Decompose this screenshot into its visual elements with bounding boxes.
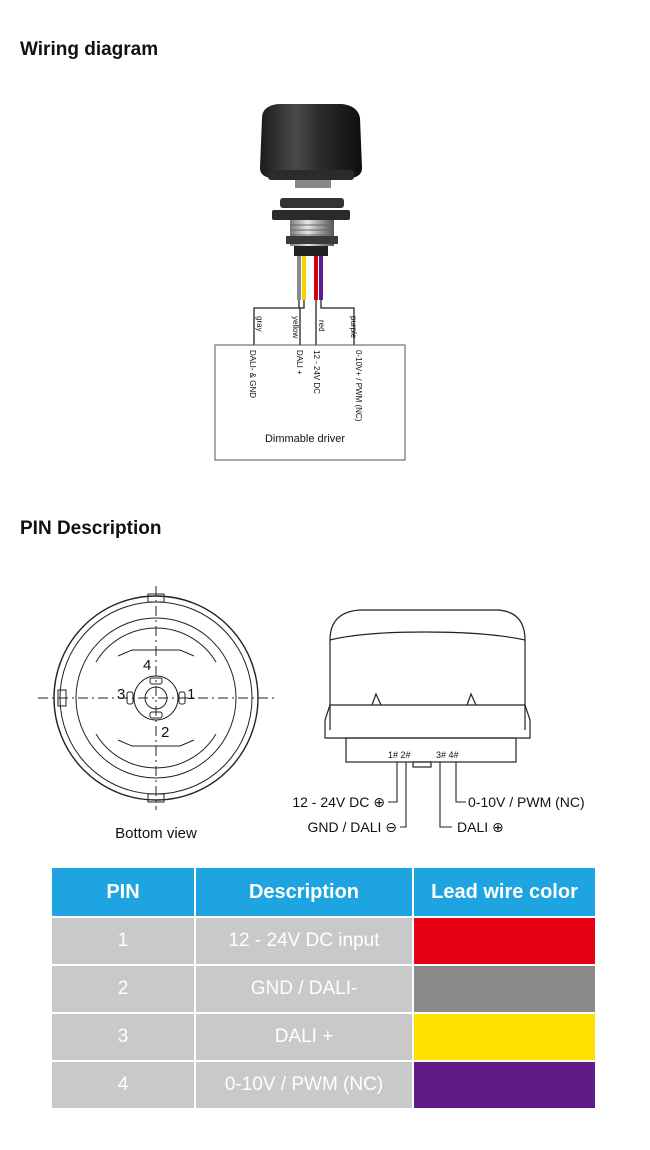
pin-label-12-24v: 12 - 24V DC — [312, 350, 321, 394]
bottom-view-diagram — [38, 586, 278, 810]
bottom-view-label: Bottom view — [115, 825, 197, 842]
description-cell: DALI + — [194, 1012, 414, 1062]
wire-label-purple: purple — [349, 316, 358, 339]
header-lead-wire-color: Lead wire color — [412, 866, 597, 918]
table-header-row: PIN Description Lead wire color — [50, 866, 597, 918]
pin-table: PIN Description Lead wire color 1 12 - 2… — [50, 866, 597, 1110]
pin-number-1: 1 — [187, 686, 195, 703]
callout-pin2: GND / DALI ⊖ — [307, 819, 397, 835]
wire-label-gray: gray — [255, 316, 264, 332]
pin-number-2: 2 — [161, 724, 169, 741]
color-swatch — [412, 964, 597, 1014]
table-row: 2 GND / DALI- — [50, 964, 597, 1014]
description-cell: 0-10V / PWM (NC) — [194, 1060, 414, 1110]
pin-cell: 1 — [50, 916, 196, 966]
color-swatch — [412, 1012, 597, 1062]
description-cell: GND / DALI- — [194, 964, 414, 1014]
side-pins-right: 3# 4# — [436, 750, 459, 760]
callout-pin1: 12 - 24V DC ⊕ — [292, 794, 385, 810]
table-row: 3 DALI + — [50, 1012, 597, 1062]
pin-cell: 2 — [50, 964, 196, 1014]
wire-label-yellow: yellow — [291, 316, 300, 338]
pin-cell: 4 — [50, 1060, 196, 1110]
wiring-diagram: gray yellow red purple DALI- & GND DALI … — [214, 104, 406, 461]
pin-cell: 3 — [50, 1012, 196, 1062]
dimmable-driver-label: Dimmable driver — [265, 433, 345, 445]
description-cell: 12 - 24V DC input — [194, 916, 414, 966]
threaded-connector — [272, 198, 350, 256]
callout-pin3: DALI ⊕ — [457, 819, 504, 835]
side-view-diagram — [324, 609, 531, 768]
pin-description-title: PIN Description — [20, 518, 162, 539]
sensor-cap — [260, 104, 362, 188]
pin-label-0-10v: 0-10V+ / PWM (NC) — [354, 350, 363, 422]
table-row: 1 12 - 24V DC input — [50, 916, 597, 966]
dimmable-driver-box — [214, 344, 406, 461]
pin-number-3: 3 — [117, 686, 125, 703]
color-swatch — [412, 916, 597, 966]
pin-label-dali-plus: DALI + — [295, 350, 304, 375]
header-pin: PIN — [50, 866, 196, 918]
pin-diagram: 4 3 1 2 Bottom view 1# 2# 3# 4# 12 - 24V… — [38, 586, 585, 842]
pin-number-4: 4 — [143, 657, 151, 674]
wire-label-red: red — [317, 320, 326, 332]
side-pins-left: 1# 2# — [388, 750, 411, 760]
wiring-diagram-title: Wiring diagram — [20, 39, 159, 60]
header-description: Description — [194, 866, 414, 918]
callout-pin4: 0-10V / PWM (NC) — [468, 794, 585, 810]
color-swatch — [412, 1060, 597, 1110]
table-row: 4 0-10V / PWM (NC) — [50, 1060, 597, 1110]
lead-wires — [253, 256, 355, 345]
pin-label-dali-gnd: DALI- & GND — [248, 350, 257, 398]
